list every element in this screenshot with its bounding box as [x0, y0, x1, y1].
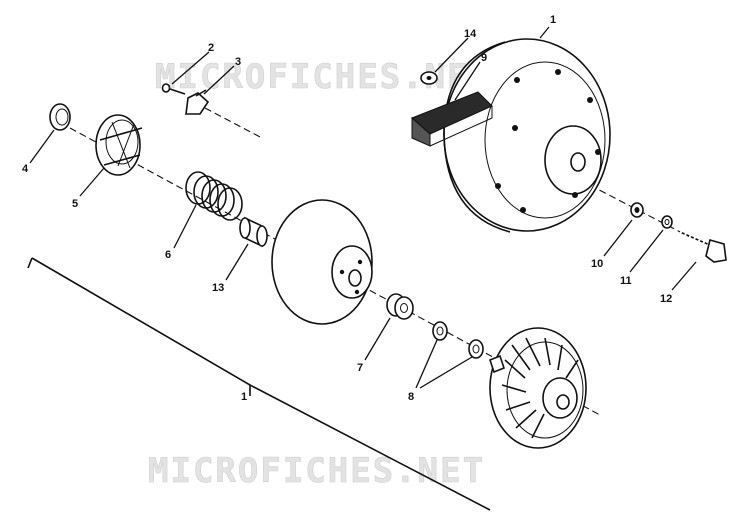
part-9-shaft-block	[411, 91, 493, 147]
part-1-drive-clutch	[443, 38, 611, 233]
watermark-bottom: MICROFICHES.NET	[148, 451, 485, 491]
part-movable-sheave	[271, 199, 373, 325]
part-fixed-sheave-fan	[489, 327, 587, 449]
part-5-cam	[95, 114, 143, 176]
callout-14: 14	[464, 28, 477, 40]
callout-3: 3	[235, 56, 241, 68]
part-7-spacer	[386, 293, 414, 320]
callout-5: 5	[72, 198, 78, 210]
part-13-bushing	[239, 216, 268, 248]
callout-13: 13	[212, 282, 224, 294]
part-4-snap-ring	[49, 103, 71, 131]
callout-9: 9	[481, 52, 487, 64]
callout-6: 6	[165, 249, 171, 261]
callout-2: 2	[208, 42, 214, 54]
callout-7: 7	[357, 362, 363, 374]
part-11-lockwasher	[661, 215, 673, 229]
callout-8: 8	[408, 391, 414, 403]
part-6-spring	[185, 171, 243, 221]
callout-11: 11	[620, 275, 632, 287]
part-10-washer	[630, 202, 644, 218]
part-2-pin	[161, 83, 186, 95]
callout-12: 12	[660, 293, 672, 305]
callout-1-top: 1	[550, 14, 556, 26]
callout-1-bottom: 1	[241, 391, 247, 403]
callout-4: 4	[22, 163, 29, 175]
axis-pin-line	[204, 107, 263, 139]
part-12-bolt	[679, 230, 727, 263]
part-8-washers	[432, 321, 484, 359]
callout-10: 10	[591, 258, 603, 270]
part-3-grease-fitting	[185, 89, 210, 115]
